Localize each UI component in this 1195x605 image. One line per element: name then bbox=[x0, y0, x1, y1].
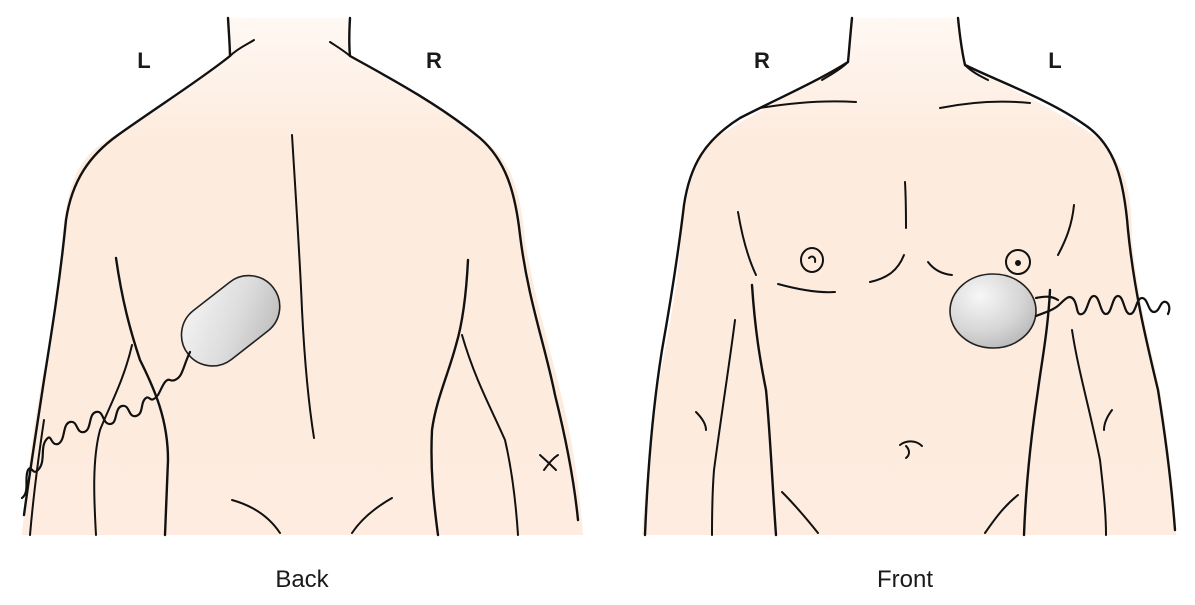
back-marker-left: L bbox=[137, 48, 150, 73]
front-torso-skin bbox=[642, 18, 1176, 535]
front-device bbox=[949, 273, 1037, 349]
front-left-flank bbox=[1022, 288, 1052, 537]
front-lower-curves bbox=[781, 491, 1019, 534]
back-right-elbow-mark bbox=[539, 454, 559, 471]
back-left-arm-inner bbox=[93, 344, 133, 536]
back-caption: Back bbox=[275, 566, 329, 593]
front-caption: Front bbox=[877, 566, 933, 593]
front-left-arm-inner bbox=[1071, 329, 1107, 536]
front-elbow-marks bbox=[695, 409, 1113, 431]
front-marker-left: L bbox=[1048, 48, 1061, 73]
front-clavicle-right bbox=[759, 100, 857, 109]
front-clavicle-left bbox=[939, 100, 1031, 109]
back-torso-skin bbox=[22, 18, 583, 535]
front-marker-right: R bbox=[754, 48, 770, 73]
front-right-arm-inner bbox=[711, 319, 736, 536]
back-lead-wire bbox=[20, 350, 192, 500]
front-nipple-right bbox=[800, 247, 824, 273]
back-left-arm-outer bbox=[29, 419, 45, 536]
front-pec-outer-right bbox=[737, 211, 757, 276]
front-neck-lines bbox=[821, 61, 989, 81]
back-right-flank bbox=[430, 258, 470, 537]
front-sternum bbox=[904, 181, 907, 229]
front-navel bbox=[899, 440, 923, 459]
front-pec-left bbox=[927, 261, 953, 276]
back-lower-curves bbox=[231, 497, 393, 534]
front-nipple-left bbox=[1005, 249, 1031, 275]
back-neck-lines bbox=[229, 39, 351, 57]
back-right-neck-shoulder bbox=[348, 16, 580, 522]
back-spine bbox=[291, 134, 315, 439]
front-right-flank bbox=[750, 283, 778, 537]
back-view: L R Back bbox=[20, 16, 583, 593]
front-pec-outer-left bbox=[1057, 204, 1075, 256]
back-right-arm-inner bbox=[461, 334, 519, 536]
front-pec-right bbox=[777, 254, 905, 294]
front-lead-wire bbox=[1034, 294, 1171, 318]
front-view: R L Front bbox=[642, 16, 1177, 593]
back-marker-right: R bbox=[426, 48, 442, 73]
